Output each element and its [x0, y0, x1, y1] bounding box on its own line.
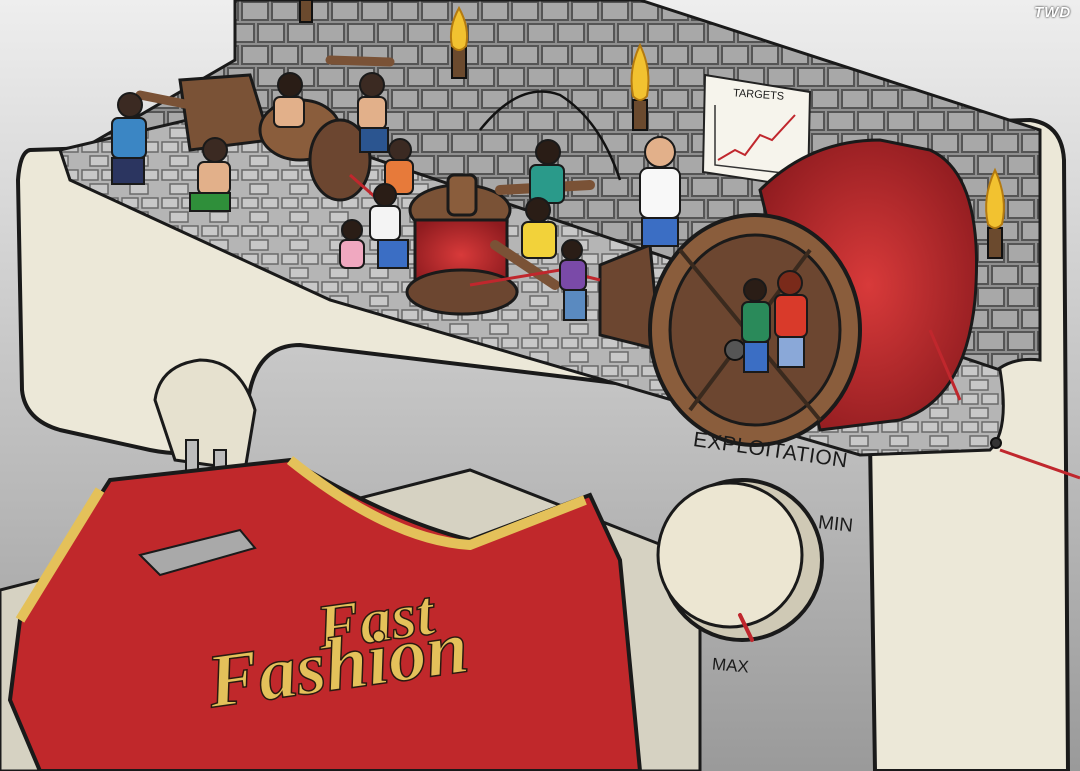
- whip: [479, 90, 622, 181]
- shirt-collar-trim: [286, 456, 587, 551]
- dial-max-label: MAX: [711, 654, 750, 677]
- torch-icon: [985, 167, 1005, 259]
- worker-figures: [111, 72, 808, 373]
- torch-icon: [630, 42, 650, 131]
- needle-arm: [153, 358, 257, 472]
- dial-pointer: [738, 613, 754, 642]
- thread-eyelet: [990, 437, 1002, 449]
- torch-icon: [449, 5, 469, 79]
- artist-logo: TWD: [1034, 4, 1072, 21]
- shirt-sleeve-trim: [15, 487, 105, 623]
- dial-min-label: MIN: [817, 512, 854, 537]
- presser-foot-plate: [138, 528, 257, 577]
- exploitation-dial[interactable]: [656, 478, 824, 642]
- wooden-winch: [135, 55, 395, 202]
- red-thread: [928, 329, 1080, 480]
- torch-icon: [299, 0, 313, 23]
